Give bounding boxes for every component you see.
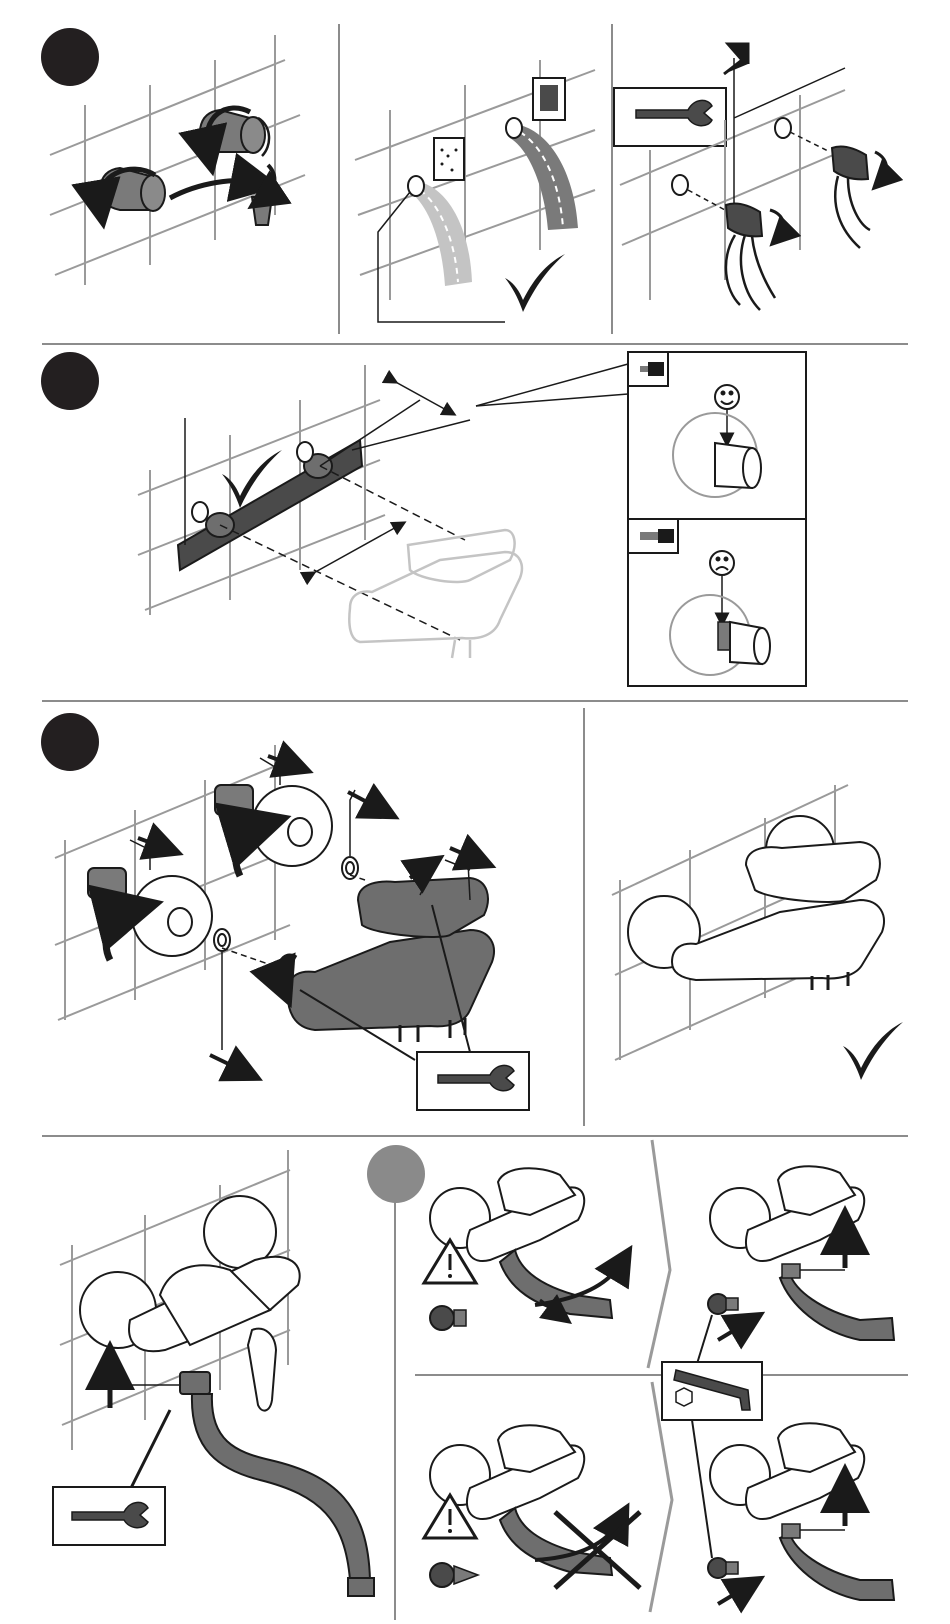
hex-key-box [662,1362,762,1420]
panel-flush-water [355,60,595,322]
panel-spout-blocked-warning [424,1425,640,1588]
panel-spout-fixed-screw [692,1166,894,1380]
mixer-body-dark [288,878,494,1042]
cover-plate-left [88,838,212,960]
step-badge-1 [41,28,99,86]
check-icon [843,1022,903,1080]
s-union-right [775,118,887,248]
panel-attach-spout [53,1150,374,1596]
swing-spout [180,1372,374,1596]
panel-spout-swivel-warning [424,1168,622,1330]
plug-screw-icon [430,1306,466,1330]
step-badge-4 [367,1145,425,1203]
check-icon [505,254,565,312]
tile-grid [138,365,385,615]
step-badge-2 [41,352,99,410]
panel-align-unions [138,364,628,658]
detail-box-bad [628,519,806,686]
set-screw-icon [430,1563,478,1587]
panel-spout-fixed-installed [692,1420,894,1604]
up-arrow-icon [724,44,748,74]
panel-fit-unions [614,44,887,310]
mixer-outline-ghost [349,530,522,658]
thermometer-label-cold [434,138,464,180]
hex-nut-icon [676,1388,692,1406]
panel-finished-result [612,785,903,1080]
chevron-divider [648,1140,670,1368]
panel-mount-mixer [55,745,529,1110]
section-dividers [42,24,908,1620]
cover-plate-right [215,756,332,876]
detail-box-ok [628,352,806,519]
water-stream-hot [506,118,578,230]
s-union-left [672,175,784,310]
water-stream-cold [408,176,472,286]
step-badge-3 [41,713,99,771]
